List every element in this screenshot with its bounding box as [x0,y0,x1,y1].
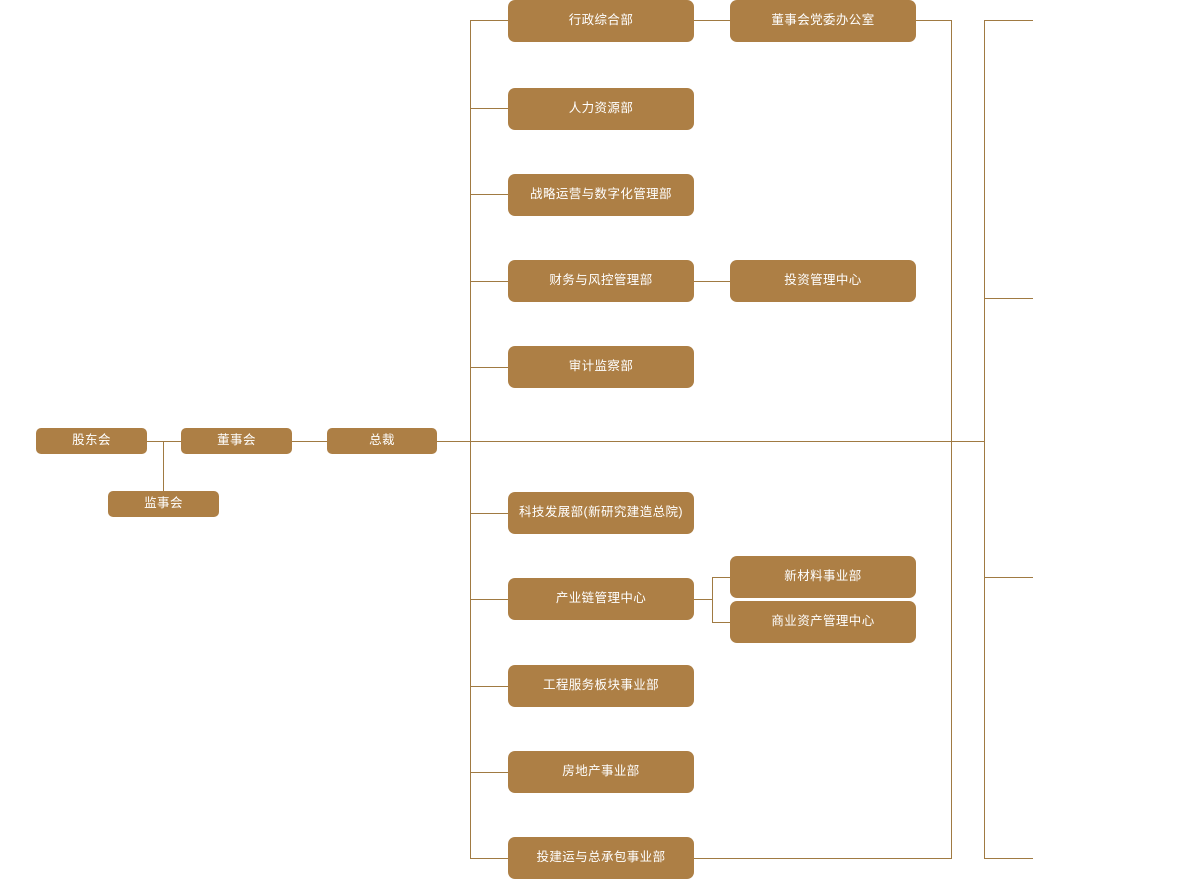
edge-stub-dept-9 [470,772,508,773]
node-subunit-commercial-assets[interactable]: 商业资产管理中心 [730,601,916,643]
edge-stub-dept-5 [470,367,508,368]
node-department-strategy-digital[interactable]: 战略运营与数字化管理部 [508,174,694,216]
edge-right-rail-stub-upper-mid [984,298,1033,299]
node-department-audit-supervision[interactable]: 审计监察部 [508,346,694,388]
node-department-engineering-services[interactable]: 工程服务板块事业部 [508,665,694,707]
node-subunit-new-materials[interactable]: 新材料事业部 [730,556,916,598]
edge-board-to-president [292,441,327,442]
node-department-finance-risk[interactable]: 财务与风控管理部 [508,260,694,302]
edge-president-trunk [437,441,985,442]
edge-right-rail-inner [951,20,952,858]
edge-stub-dept-8 [470,686,508,687]
edge-chain-split [712,577,713,623]
edge-stub-dept-6 [470,513,508,514]
edge-chain-out [694,599,712,600]
node-department-real-estate[interactable]: 房地产事业部 [508,751,694,793]
edge-admin-to-party-office [694,20,730,21]
node-subunit-investment-center[interactable]: 投资管理中心 [730,260,916,302]
edge-stub-dept-1 [470,20,508,21]
edge-stub-dept-4 [470,281,508,282]
edge-main-spine [470,20,471,858]
node-department-human-resources[interactable]: 人力资源部 [508,88,694,130]
edge-right-rail-stub-lower-mid [984,577,1033,578]
edge-supervisory-drop [163,441,164,504]
node-subunit-party-office[interactable]: 董事会党委办公室 [730,0,916,42]
edge-stub-dept-7 [470,599,508,600]
edge-stub-dept-10 [470,858,508,859]
edge-chain-to-commercial-assets [712,622,730,623]
node-supervisory-board[interactable]: 监事会 [108,491,219,517]
edge-shareholders-to-board [147,441,181,442]
node-department-industrial-chain[interactable]: 产业链管理中心 [508,578,694,620]
node-president[interactable]: 总裁 [327,428,437,454]
edge-party-office-out [916,20,952,21]
edge-right-rail-inner-bottom [694,858,952,859]
node-shareholders-meeting[interactable]: 股东会 [36,428,147,454]
edge-finance-to-investment-center [694,281,730,282]
edge-right-rail-stub-top [984,20,1033,21]
edge-chain-to-new-materials [712,577,730,578]
node-department-investment-construction-epc[interactable]: 投建运与总承包事业部 [508,837,694,879]
edge-right-rail-outer [984,20,985,858]
node-department-administration[interactable]: 行政综合部 [508,0,694,42]
edge-right-rail-stub-bottom [984,858,1033,859]
edge-stub-dept-2 [470,108,508,109]
node-board-of-directors[interactable]: 董事会 [181,428,292,454]
edge-stub-dept-3 [470,194,508,195]
node-department-technology-development[interactable]: 科技发展部(新研究建造总院) [508,492,694,534]
